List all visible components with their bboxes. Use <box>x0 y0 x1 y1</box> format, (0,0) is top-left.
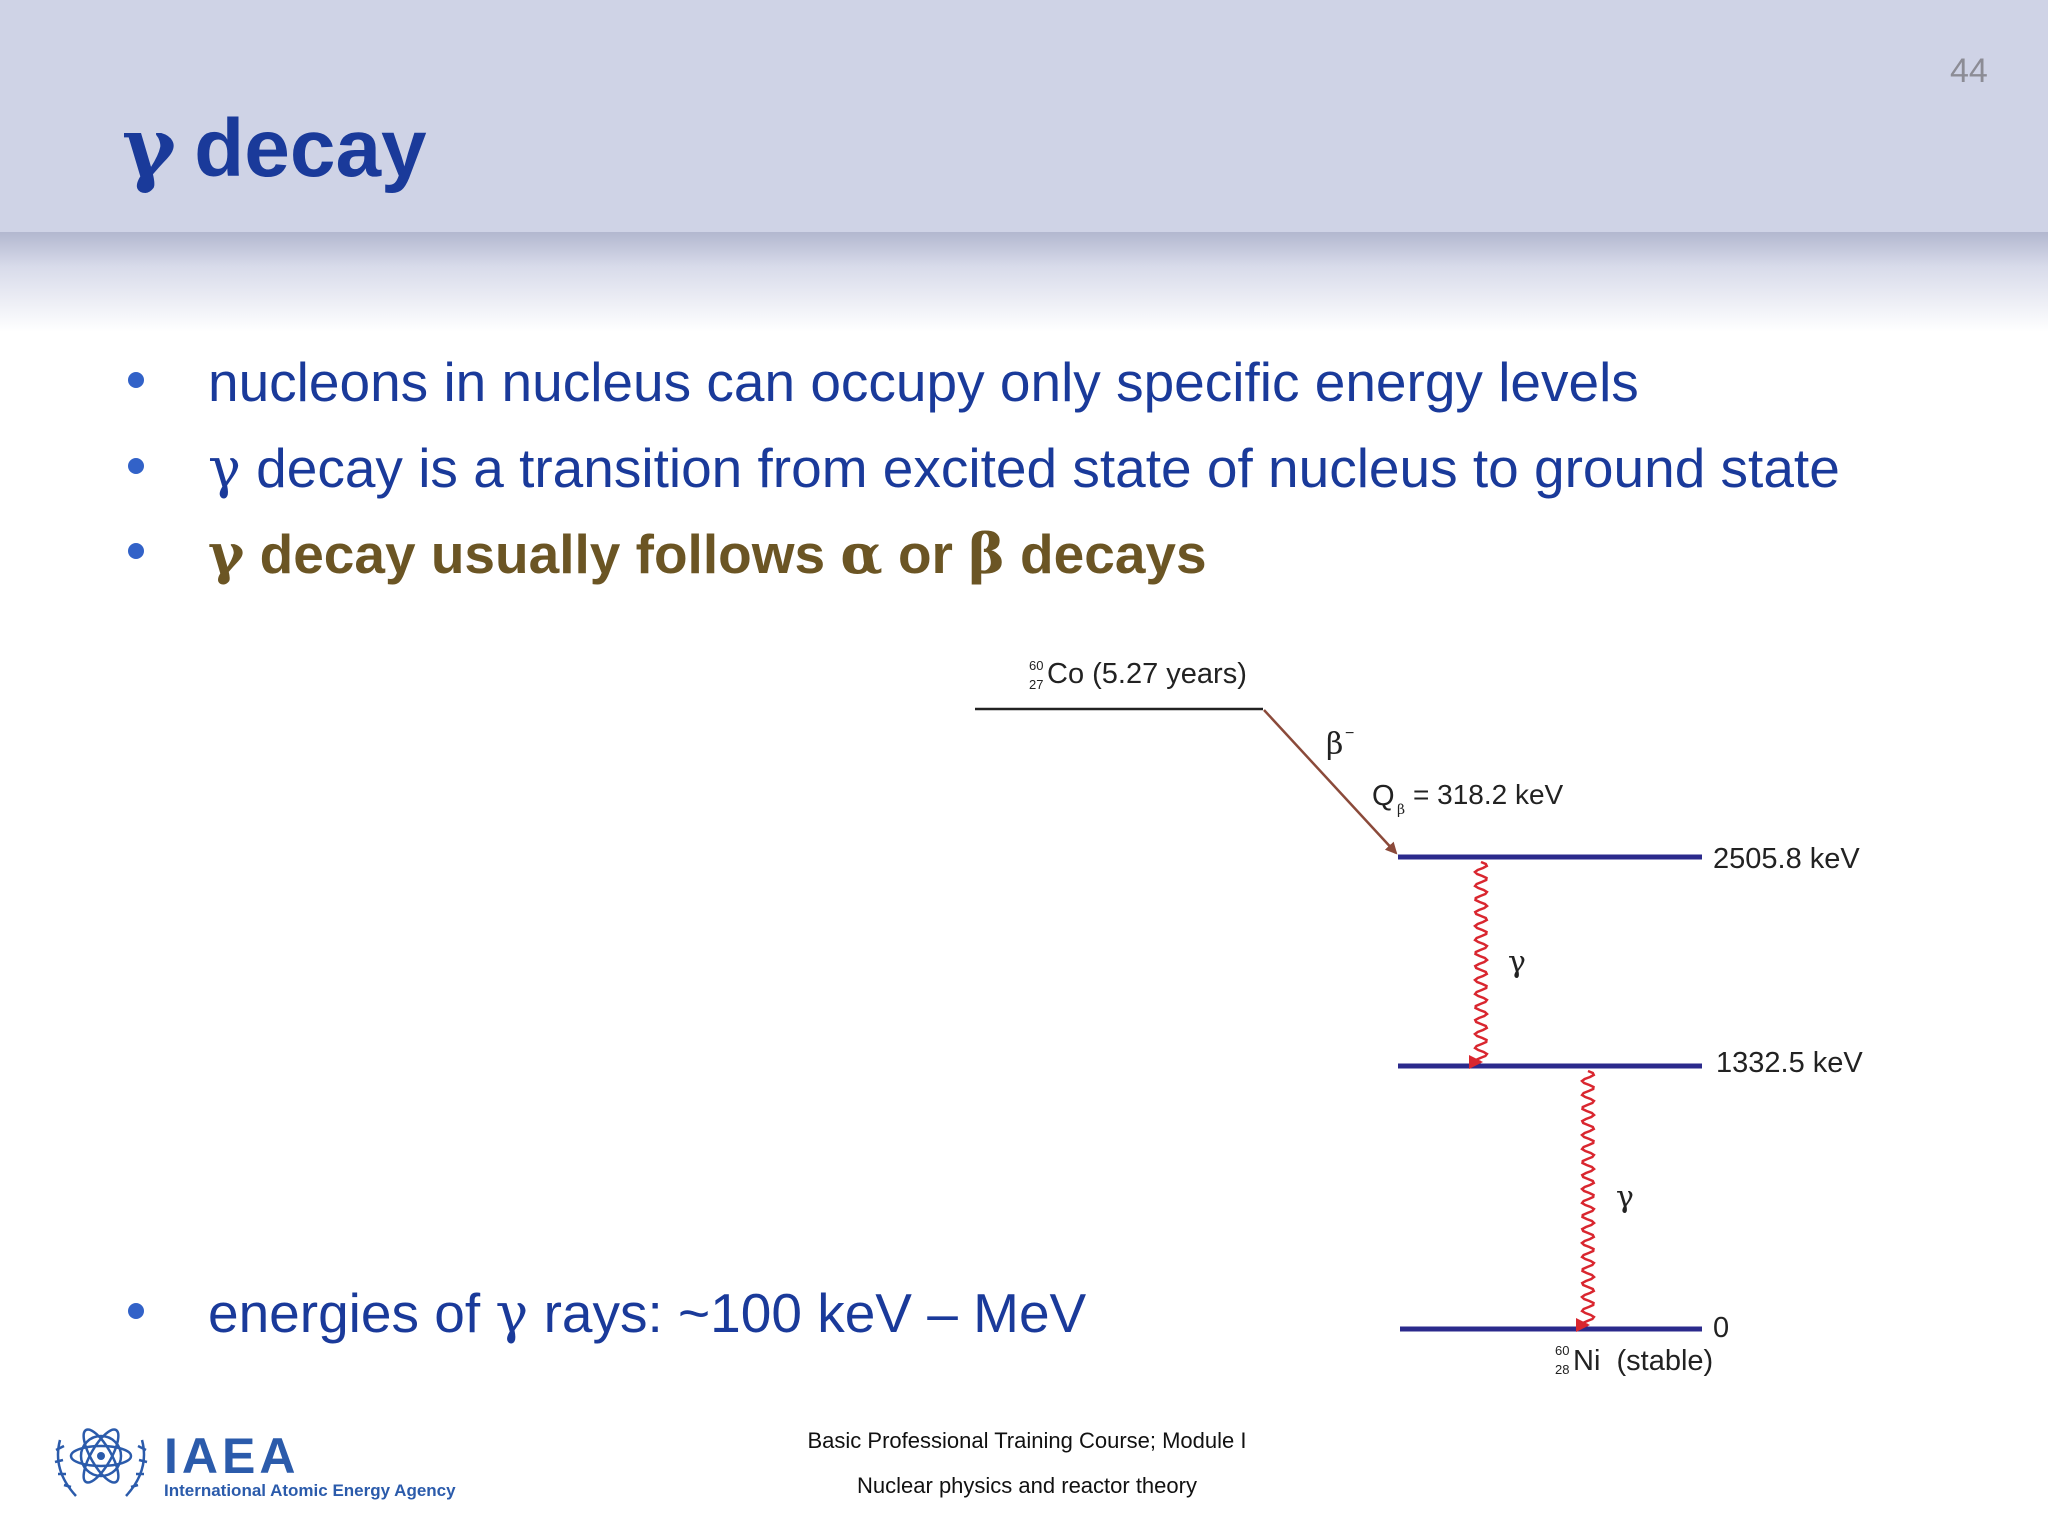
gamma-symbol: γ <box>495 1281 529 1345</box>
energy-label-2505: 2505.8 keV <box>1713 843 1860 875</box>
energy-label-ground: 0 <box>1713 1312 1729 1344</box>
beta-superscript: − <box>1345 725 1354 742</box>
page-number: 44 <box>1950 52 1988 90</box>
daughter-atomic-number: 28 <box>1555 1362 1569 1377</box>
bullet-text-part: energies of <box>208 1282 481 1344</box>
bullet-text-part: decays <box>1020 523 1207 585</box>
q-label: Q <box>1372 780 1395 812</box>
bullet-text-part: decay usually follows <box>259 523 826 585</box>
q-value: = 318.2 keV <box>1413 779 1564 810</box>
gamma-label-1: γ <box>1508 945 1526 980</box>
iaea-logo-emblem <box>54 1428 148 1497</box>
title-text: decay <box>194 103 427 194</box>
parent-mass-number: 60 <box>1029 658 1043 673</box>
gamma-ray-arrow-2 <box>1576 1069 1596 1332</box>
bullet-text: γ decay usually follows α or β decays <box>208 521 1207 586</box>
bullet-dot <box>128 543 144 559</box>
logo-name: IAEA <box>164 1428 300 1484</box>
title-gamma-symbol: γ <box>122 100 177 196</box>
bullet-text: nucleons in nucleus can occupy only spec… <box>208 351 1639 413</box>
bullet-text-part: or <box>897 523 953 585</box>
beta-label: β <box>1326 727 1343 762</box>
gamma-symbol: γ <box>208 521 245 586</box>
header-shadow <box>0 232 2048 332</box>
bullet-text: γ decay is a transition from excited sta… <box>208 436 1840 500</box>
footer-course: Basic Professional Training Course; Modu… <box>807 1428 1247 1453</box>
parent-nuclide-label: Co (5.27 years) <box>1047 658 1247 690</box>
bullet-text-part: rays: ~100 keV – MeV <box>543 1282 1087 1344</box>
energy-label-1332: 1332.5 keV <box>1716 1047 1863 1079</box>
daughter-mass-number: 60 <box>1555 1343 1569 1358</box>
gamma-ray-arrow-1 <box>1469 860 1489 1069</box>
beta-decay-arrow <box>1263 709 1398 855</box>
header-band <box>0 0 2048 252</box>
logo-subtitle: International Atomic Energy Agency <box>164 1481 456 1500</box>
gamma-label-2: γ <box>1616 1180 1634 1215</box>
beta-symbol: β <box>968 521 1005 586</box>
footer-module: Nuclear physics and reactor theory <box>857 1473 1197 1498</box>
parent-atomic-number: 27 <box>1029 677 1043 692</box>
bullet-text: energies of γ rays: ~100 keV – MeV <box>208 1281 1086 1345</box>
bullet-text-body: decay is a transition from excited state… <box>256 437 1840 499</box>
bullet-dot <box>128 1303 144 1319</box>
daughter-nuclide-label: Ni (stable) <box>1573 1345 1713 1377</box>
gamma-symbol: γ <box>208 436 241 500</box>
q-subscript: β <box>1397 802 1405 818</box>
bullet-dot <box>128 458 144 474</box>
bullet-dot <box>128 372 144 388</box>
alpha-symbol: α <box>840 521 883 586</box>
